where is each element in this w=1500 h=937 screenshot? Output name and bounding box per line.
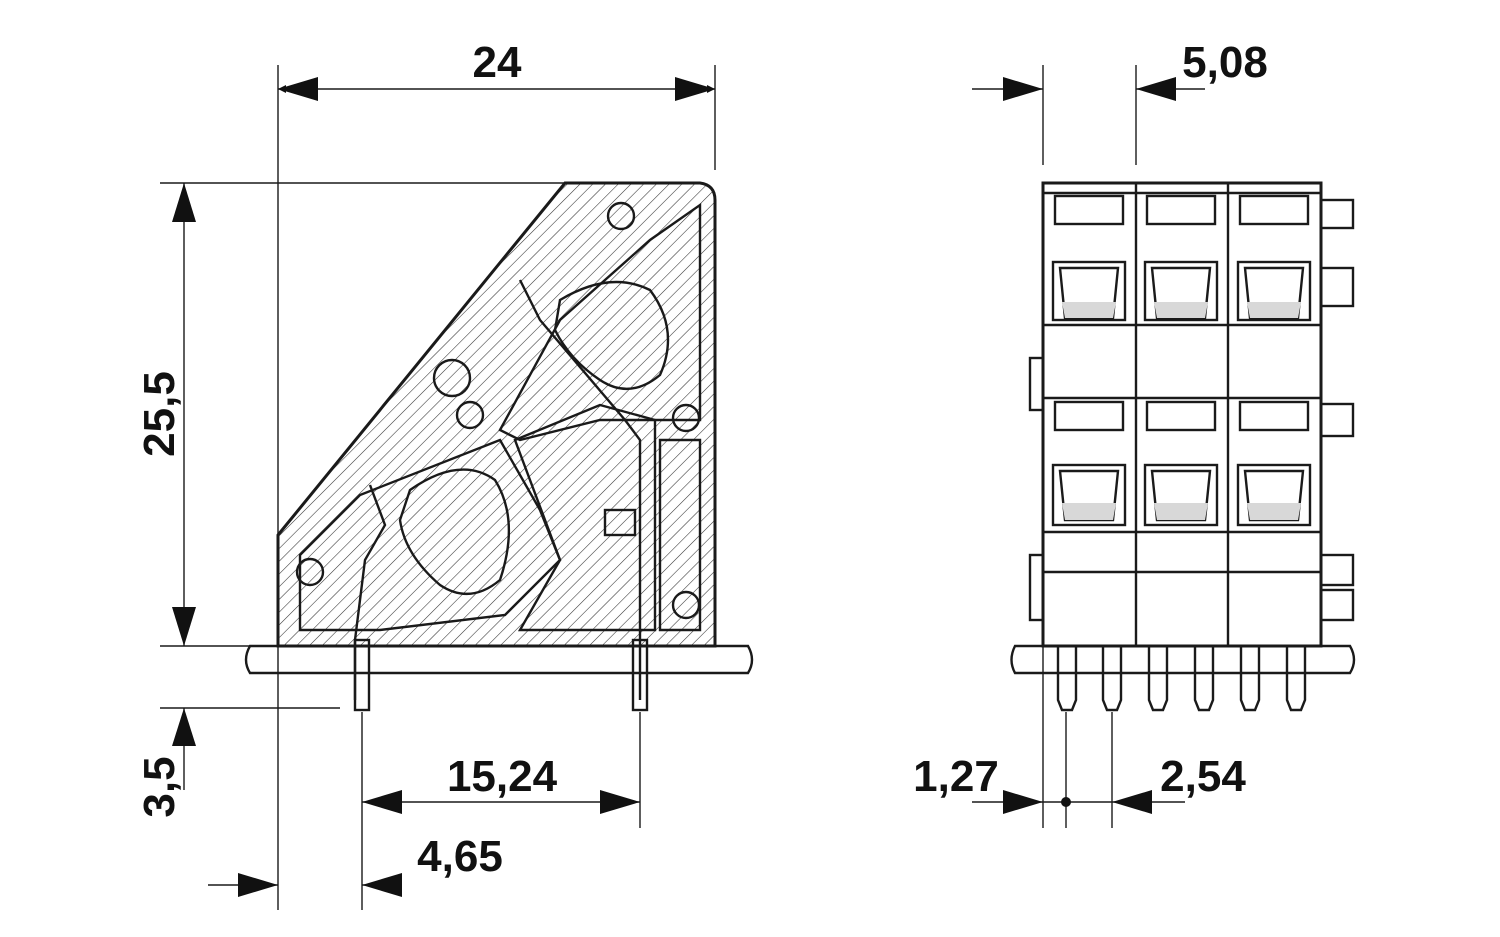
- release-button: [1247, 503, 1301, 520]
- side-tab: [1319, 266, 1355, 308]
- mount-hole: [671, 403, 701, 433]
- dim-pin-length: 3,5: [135, 756, 184, 817]
- wire-entry: [1236, 260, 1312, 322]
- test-slot: [1238, 400, 1310, 432]
- pin: [1239, 644, 1261, 712]
- side-tab: [1319, 402, 1355, 438]
- arrow-head: [362, 790, 402, 814]
- latch: [603, 508, 637, 537]
- wire-entry: [1236, 463, 1312, 527]
- release-button: [1062, 503, 1116, 520]
- arrow-head: [362, 873, 402, 897]
- pin: [1147, 644, 1169, 712]
- upper-row: [1051, 194, 1312, 322]
- mount-hole: [295, 557, 325, 587]
- arrow-head: [600, 790, 640, 814]
- arrow-head: [278, 77, 318, 101]
- release-button: [1062, 302, 1116, 318]
- side-tab: [1028, 553, 1045, 622]
- arrow-head: [1003, 790, 1043, 814]
- pcb-board-front: [1010, 644, 1356, 675]
- side-tab: [1319, 198, 1355, 230]
- pins-front: [1056, 644, 1307, 712]
- arrow-head: [1136, 77, 1176, 101]
- mount-hole: [606, 201, 636, 231]
- mount-hole: [671, 590, 701, 620]
- arrow-head: [172, 708, 196, 746]
- test-slot: [1145, 194, 1217, 226]
- side-view: 24 25,5 3,5 15,24 4,65: [135, 38, 754, 910]
- release-button: [1247, 302, 1301, 318]
- release-button: [1154, 503, 1208, 520]
- dim-overall-height: 25,5: [135, 371, 184, 457]
- pin-right: [631, 638, 649, 712]
- mount-hole: [455, 400, 485, 430]
- arrow-head: [172, 607, 196, 646]
- spring-upper: [553, 280, 670, 391]
- dim-pin-offset: 4,65: [417, 832, 503, 881]
- wire-entry: [1143, 260, 1219, 322]
- dim-point: [1061, 797, 1071, 807]
- side-tab: [1319, 553, 1355, 587]
- test-slot: [1053, 400, 1125, 432]
- dim-pitch: 5,08: [1182, 38, 1268, 87]
- test-slot: [1238, 194, 1310, 226]
- arrow-head: [675, 77, 715, 101]
- dim-overall-width: 24: [473, 38, 522, 87]
- pin: [1101, 644, 1123, 712]
- arrow-head: [172, 183, 196, 222]
- spring-lower: [398, 468, 511, 596]
- cavity-mid: [513, 403, 657, 632]
- wire-entry: [1051, 463, 1127, 527]
- housing-section: [276, 181, 717, 648]
- dim-pin-pitch: 2,54: [1160, 752, 1246, 801]
- pin-left: [353, 638, 371, 712]
- pcb-board: [244, 644, 754, 675]
- dim-pin-offset-half: 1,27: [913, 752, 999, 801]
- arrow-head: [238, 873, 278, 897]
- pin: [1193, 644, 1215, 712]
- release-button: [1154, 302, 1208, 318]
- lower-row: [1051, 400, 1312, 527]
- test-slot: [1053, 194, 1125, 226]
- wire-entry: [1143, 463, 1219, 527]
- dim-pin-spacing: 15,24: [447, 752, 558, 801]
- arrow-head: [1003, 77, 1043, 101]
- test-slot: [1145, 400, 1217, 432]
- side-tab: [1319, 588, 1355, 622]
- contact-upper: [518, 279, 642, 700]
- mount-hole: [432, 358, 472, 398]
- arrow-head: [1112, 790, 1152, 814]
- wire-entry: [1051, 260, 1127, 322]
- wall-right: [658, 438, 702, 632]
- pin: [1285, 644, 1307, 712]
- front-view: 5,08: [913, 38, 1356, 828]
- pin: [1056, 644, 1078, 712]
- housing-front: [1041, 181, 1323, 648]
- side-tab: [1028, 356, 1045, 412]
